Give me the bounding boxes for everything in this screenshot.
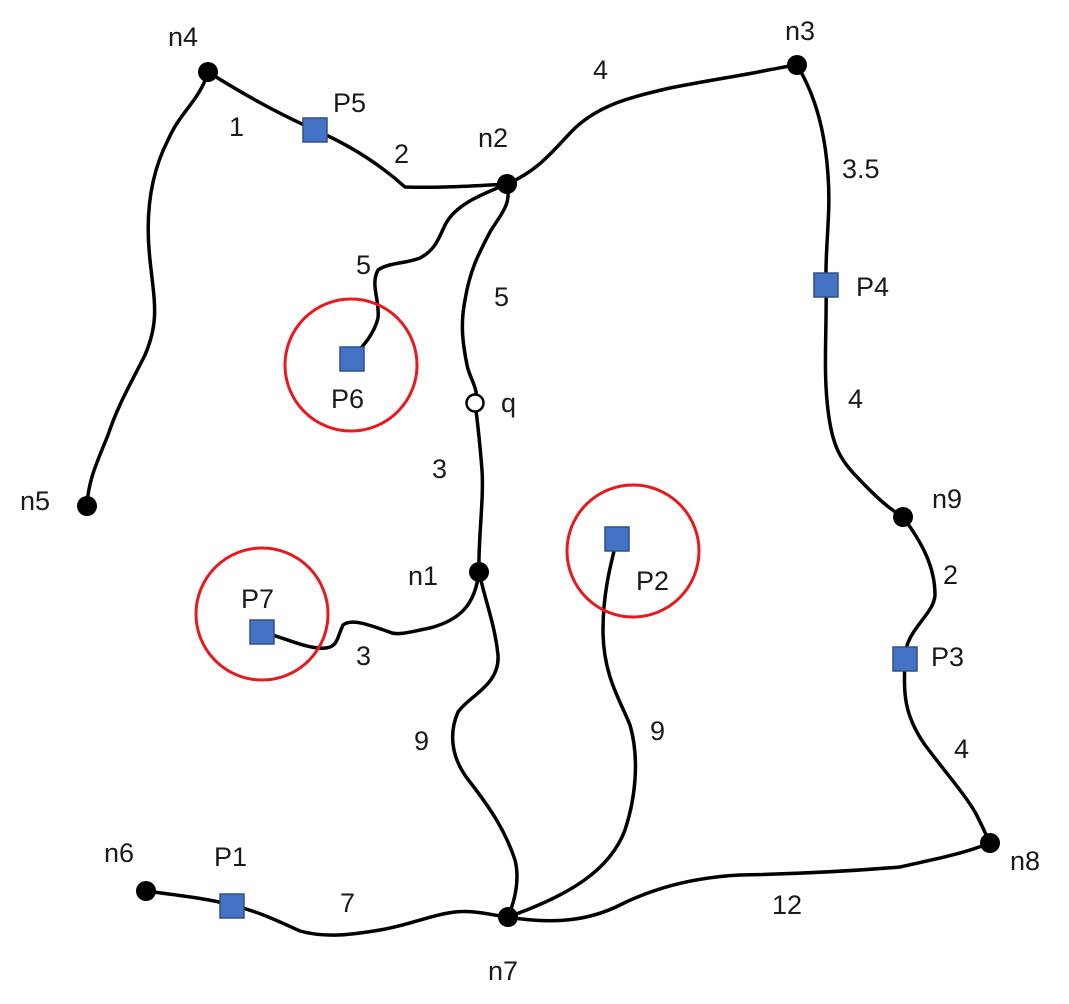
label-p6: P6 <box>331 384 364 414</box>
poi-p6 <box>339 346 365 372</box>
node-n3 <box>787 55 807 75</box>
weight-p4-n9: 4 <box>848 384 863 414</box>
edge-n2-P6 <box>350 182 509 360</box>
weight-n1-n7: 9 <box>414 726 429 756</box>
label-n3: n3 <box>785 16 815 46</box>
weight-n2-q: 5 <box>494 282 509 312</box>
poi-p4 <box>813 272 839 298</box>
weight-n8-n7: 12 <box>772 890 802 920</box>
weight-n2-p6: 5 <box>356 250 371 280</box>
label-p5: P5 <box>333 88 366 118</box>
poi-p7 <box>249 619 275 645</box>
label-n9: n9 <box>932 484 962 514</box>
edge-n6-n7 <box>144 889 510 937</box>
label-n1: n1 <box>408 561 438 591</box>
label-p2: P2 <box>636 566 669 596</box>
weight-n3-p4: 3.5 <box>842 154 880 184</box>
node-n6 <box>136 881 156 901</box>
poi-p2 <box>604 526 630 552</box>
weight-n4-p5: 1 <box>229 112 244 142</box>
edge-P2-n7 <box>506 537 638 919</box>
label-query-q: q <box>501 388 516 418</box>
edge-n9-n8 <box>901 515 992 845</box>
query-point-q <box>465 393 485 413</box>
label-n8: n8 <box>1010 846 1040 876</box>
edge-q-n1 <box>473 401 485 574</box>
edge-n4-n5 <box>85 70 210 508</box>
weight-n6-n7: 7 <box>340 888 355 918</box>
edge-n2-q <box>460 182 510 405</box>
edge-n8-n7 <box>506 841 992 923</box>
node-n8 <box>980 833 1000 853</box>
weight-q-n1: 3 <box>432 454 447 484</box>
weight-n2-n3: 4 <box>593 55 608 85</box>
edge-n3-n9 <box>795 63 905 519</box>
edge-n1-P7 <box>260 570 481 650</box>
label-p7: P7 <box>241 584 274 614</box>
poi-p3 <box>892 646 918 672</box>
edge-n4-n2 <box>206 70 509 190</box>
weight-n9-p3: 2 <box>943 560 958 590</box>
label-n2: n2 <box>478 123 508 153</box>
label-n4: n4 <box>168 22 198 52</box>
node-n2 <box>497 174 517 194</box>
weight-p3-n8: 4 <box>954 734 969 764</box>
highlight-circle-p2 <box>565 483 701 619</box>
edge-n2-n3 <box>505 63 799 186</box>
node-n1 <box>469 562 489 582</box>
weight-p2-n7: 9 <box>650 716 665 746</box>
node-n4 <box>198 62 218 82</box>
label-n7: n7 <box>488 956 518 986</box>
label-n5: n5 <box>20 486 50 516</box>
node-n5 <box>77 496 97 516</box>
label-n6: n6 <box>104 838 134 868</box>
highlight-circle-p6 <box>283 297 419 433</box>
weight-p5-n2: 2 <box>394 139 409 169</box>
label-p1: P1 <box>214 842 247 872</box>
edge-n1-n7 <box>450 570 519 919</box>
node-n7 <box>498 907 518 927</box>
weight-n1-p7: 3 <box>356 641 371 671</box>
poi-p5 <box>302 117 328 143</box>
label-p3: P3 <box>931 642 964 672</box>
highlight-circle-p7 <box>194 546 330 682</box>
label-p4: P4 <box>856 272 889 302</box>
poi-p1 <box>219 893 245 919</box>
node-n9 <box>893 507 913 527</box>
